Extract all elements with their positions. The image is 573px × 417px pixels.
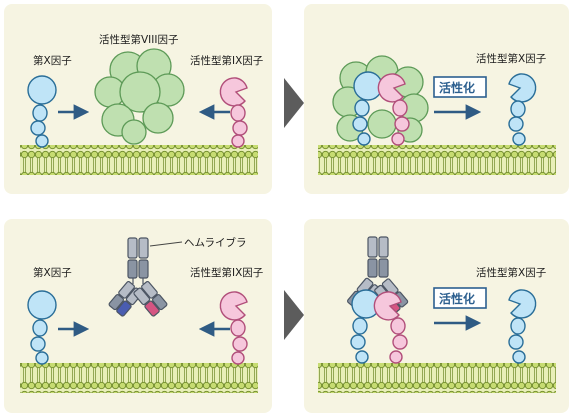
panel-top-left: 第X因子 活性型第VIII因子 活性型第IX因子 [4, 4, 272, 194]
chevron-right-icon [284, 290, 304, 340]
activation-label: 活性化 [439, 291, 475, 306]
hemlibra-label: ヘムライブラ [184, 236, 246, 249]
cell-membrane [20, 363, 258, 393]
factor-ixa-molecule [219, 291, 248, 365]
activation-label: 活性化 [439, 80, 475, 95]
hemlibra-antibody [108, 237, 168, 317]
factor-ixa-label: 活性型第IX因子 [190, 54, 263, 67]
activation-badge [433, 76, 487, 98]
cell-membrane [318, 145, 556, 175]
cell-membrane [20, 145, 258, 175]
factor-viiia-molecule [94, 48, 185, 145]
factor-xa-molecule [508, 289, 537, 364]
factor-xa-molecule [508, 73, 537, 146]
panel-bottom-right: 活性化 活性型第X因子 [304, 219, 569, 413]
activation-badge [433, 287, 487, 309]
tenase-complex [332, 55, 429, 146]
factor-ixa-molecule [219, 77, 248, 148]
factor-x-molecule [27, 290, 57, 365]
callout-line [149, 241, 183, 247]
factor-x-label: 第X因子 [33, 54, 72, 67]
factor-x-molecule [27, 75, 57, 148]
factor-x-label: 第X因子 [33, 266, 72, 279]
chevron-right-icon [284, 78, 304, 128]
factor-viiia-label: 活性型第VIII因子 [99, 33, 178, 46]
factor-ixa-label: 活性型第IX因子 [190, 266, 263, 279]
factor-xa-label: 活性型第X因子 [476, 266, 546, 279]
panel-bottom-left: 第X因子 ヘムライブラ [4, 219, 272, 413]
panel-top-right: 活性化 活性型第X因子 [304, 4, 569, 194]
bridged-complex [347, 236, 409, 364]
factor-xa-label: 活性型第X因子 [476, 52, 546, 65]
cell-membrane [318, 363, 556, 393]
